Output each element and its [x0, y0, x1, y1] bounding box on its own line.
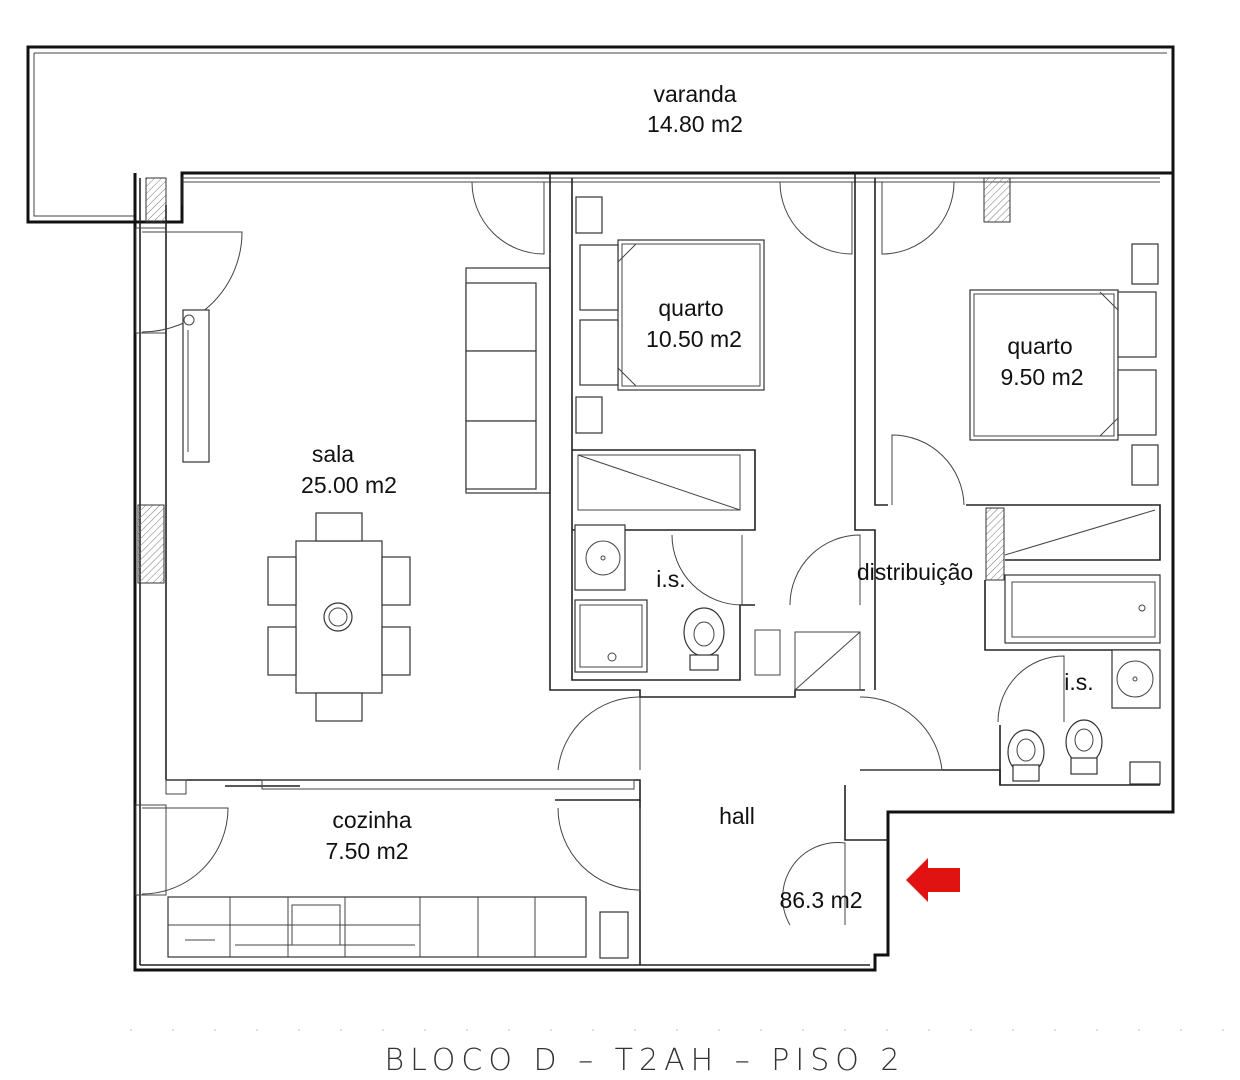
sala-area: 25.00 m2 [301, 472, 397, 498]
sala-label: sala [312, 441, 354, 467]
quarto-2-area: 9.50 m2 [1000, 364, 1083, 390]
entrance-arrow-icon [906, 858, 960, 902]
dining-table [267, 512, 411, 722]
quarto-1-area: 10.50 m2 [646, 326, 742, 352]
hall-label: hall [719, 803, 755, 829]
bed-quarto-1 [575, 196, 765, 434]
total-area: 86.3 m2 [779, 887, 862, 913]
distribuicao-label: distribuição [857, 559, 973, 585]
bed-quarto-2 [969, 243, 1159, 486]
cozinha-area: 7.50 m2 [325, 838, 408, 864]
sala-door-swing [141, 231, 243, 463]
bathroom-2-fixtures [1004, 574, 1161, 785]
plan-title: BLOCO D – T2AH – PISO 2 [385, 1043, 906, 1078]
varanda-label: varanda [653, 81, 736, 107]
sofa [465, 267, 551, 494]
cozinha-label: cozinha [332, 807, 411, 833]
outer-walls [133, 173, 1175, 972]
is-2-label: i.s. [1064, 669, 1093, 695]
quarto-1-label: quarto [658, 295, 723, 321]
door-swings [141, 181, 1065, 926]
bathroom-1-fixtures [574, 524, 725, 673]
varanda-area: 14.80 m2 [647, 111, 743, 137]
kitchen-counter [167, 896, 587, 958]
quarto-2-label: quarto [1007, 333, 1072, 359]
is-1-label: i.s. [656, 566, 685, 592]
